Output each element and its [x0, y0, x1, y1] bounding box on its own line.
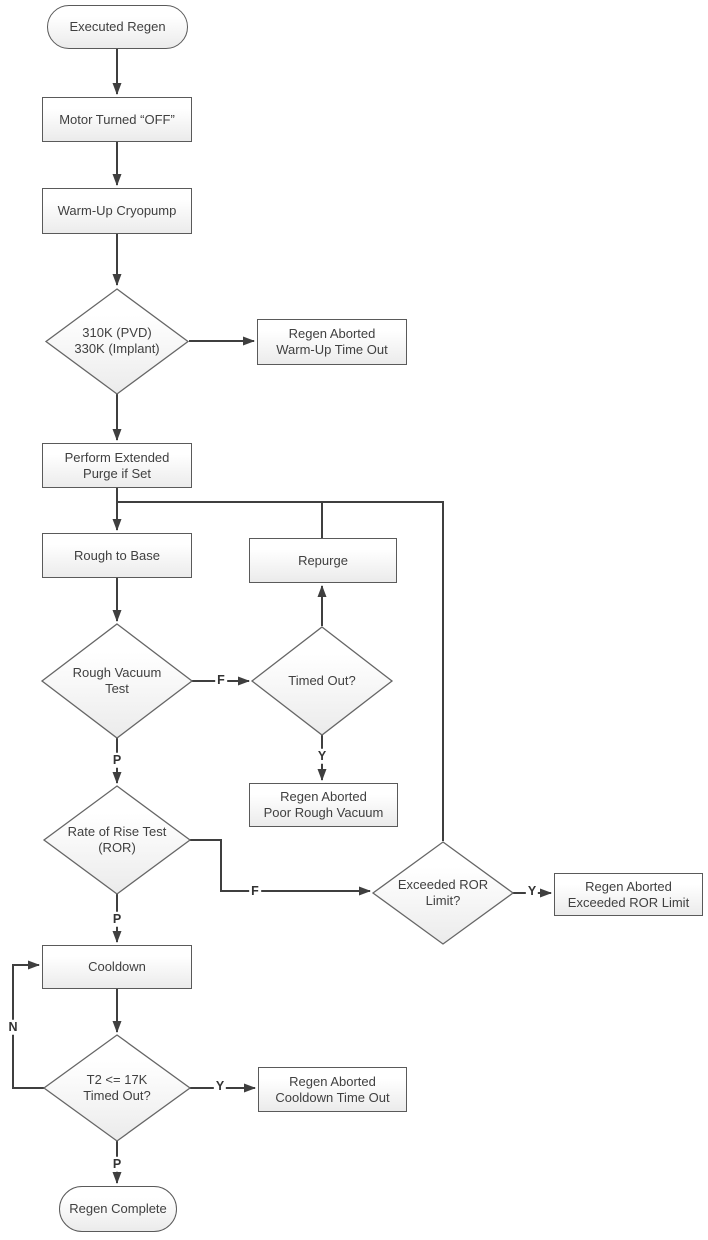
process-abort-rough-vacuum: Regen Aborted Poor Rough Vacuum [249, 783, 398, 827]
edge-label-exceeded-yes: Y [525, 883, 539, 899]
process-motor-off-label: Motor Turned “OFF” [59, 111, 175, 127]
process-warm-up-label: Warm-Up Cryopump [57, 203, 177, 219]
decision-cooldown-check-shape [42, 1034, 192, 1142]
process-abort-warm-up: Regen Aborted Warm-Up Time Out [257, 319, 407, 365]
process-abort-cooldown: Regen Aborted Cooldown Time Out [258, 1067, 407, 1112]
decision-timed-out-label: Timed Out? [288, 672, 356, 688]
process-motor-off: Motor Turned “OFF” [42, 97, 192, 142]
edge-label-ror-pass: P [110, 911, 124, 927]
process-extended-purge-label: Perform Extended Purge if Set [64, 449, 170, 481]
decision-timed-out-shape [250, 626, 394, 736]
decision-cooldown-check-label: T2 <= 17K Timed Out? [83, 1071, 151, 1103]
edge-label-cooldown-timeout-yes: Y [213, 1078, 227, 1094]
process-extended-purge: Perform Extended Purge if Set [42, 443, 192, 488]
process-abort-ror: Regen Aborted Exceeded ROR Limit [554, 873, 703, 916]
edge-label-ror-fail: F [249, 883, 261, 899]
process-repurge: Repurge [249, 538, 397, 583]
decision-ror-shape [42, 785, 192, 895]
process-cooldown: Cooldown [42, 945, 192, 989]
process-warm-up: Warm-Up Cryopump [42, 188, 192, 234]
terminator-end: Regen Complete [59, 1186, 177, 1232]
edge-ror-return-bus [117, 501, 444, 841]
edge-label-vacuum-fail: F [215, 672, 227, 688]
decision-exceeded-ror-shape [371, 841, 515, 945]
terminator-start-label: Executed Regen [69, 19, 166, 35]
process-repurge-label: Repurge [298, 552, 348, 568]
process-abort-ror-label: Regen Aborted Exceeded ROR Limit [567, 878, 690, 910]
edge-label-cooldown-pass: P [110, 1156, 124, 1172]
decision-rough-vacuum-label: Rough Vacuum Test [72, 664, 162, 696]
terminator-start: Executed Regen [47, 5, 188, 49]
edge-label-vacuum-pass: P [110, 752, 124, 768]
process-abort-warm-up-label: Regen Aborted Warm-Up Time Out [276, 326, 388, 357]
decision-exceeded-ror-label: Exceeded ROR Limit? [397, 876, 489, 908]
process-rough-to-base-label: Rough to Base [73, 547, 160, 563]
process-abort-cooldown-label: Regen Aborted Cooldown Time Out [275, 1073, 390, 1105]
edge-label-timed-out-yes: Y [315, 748, 329, 764]
process-rough-to-base: Rough to Base [42, 533, 192, 578]
decision-warm-up-check-shape [44, 288, 190, 395]
edge-label-cooldown-no: N [6, 1019, 20, 1035]
decision-warm-up-check-label: 310K (PVD) 330K (Implant) [74, 324, 160, 356]
process-abort-rough-vacuum-label: Regen Aborted Poor Rough Vacuum [263, 789, 384, 820]
edge-ror-fail [190, 839, 371, 896]
terminator-end-label: Regen Complete [69, 1201, 167, 1217]
process-cooldown-label: Cooldown [88, 959, 146, 975]
decision-rough-vacuum-shape [40, 623, 194, 739]
decision-ror-label: Rate of Rise Test (ROR) [67, 823, 167, 855]
